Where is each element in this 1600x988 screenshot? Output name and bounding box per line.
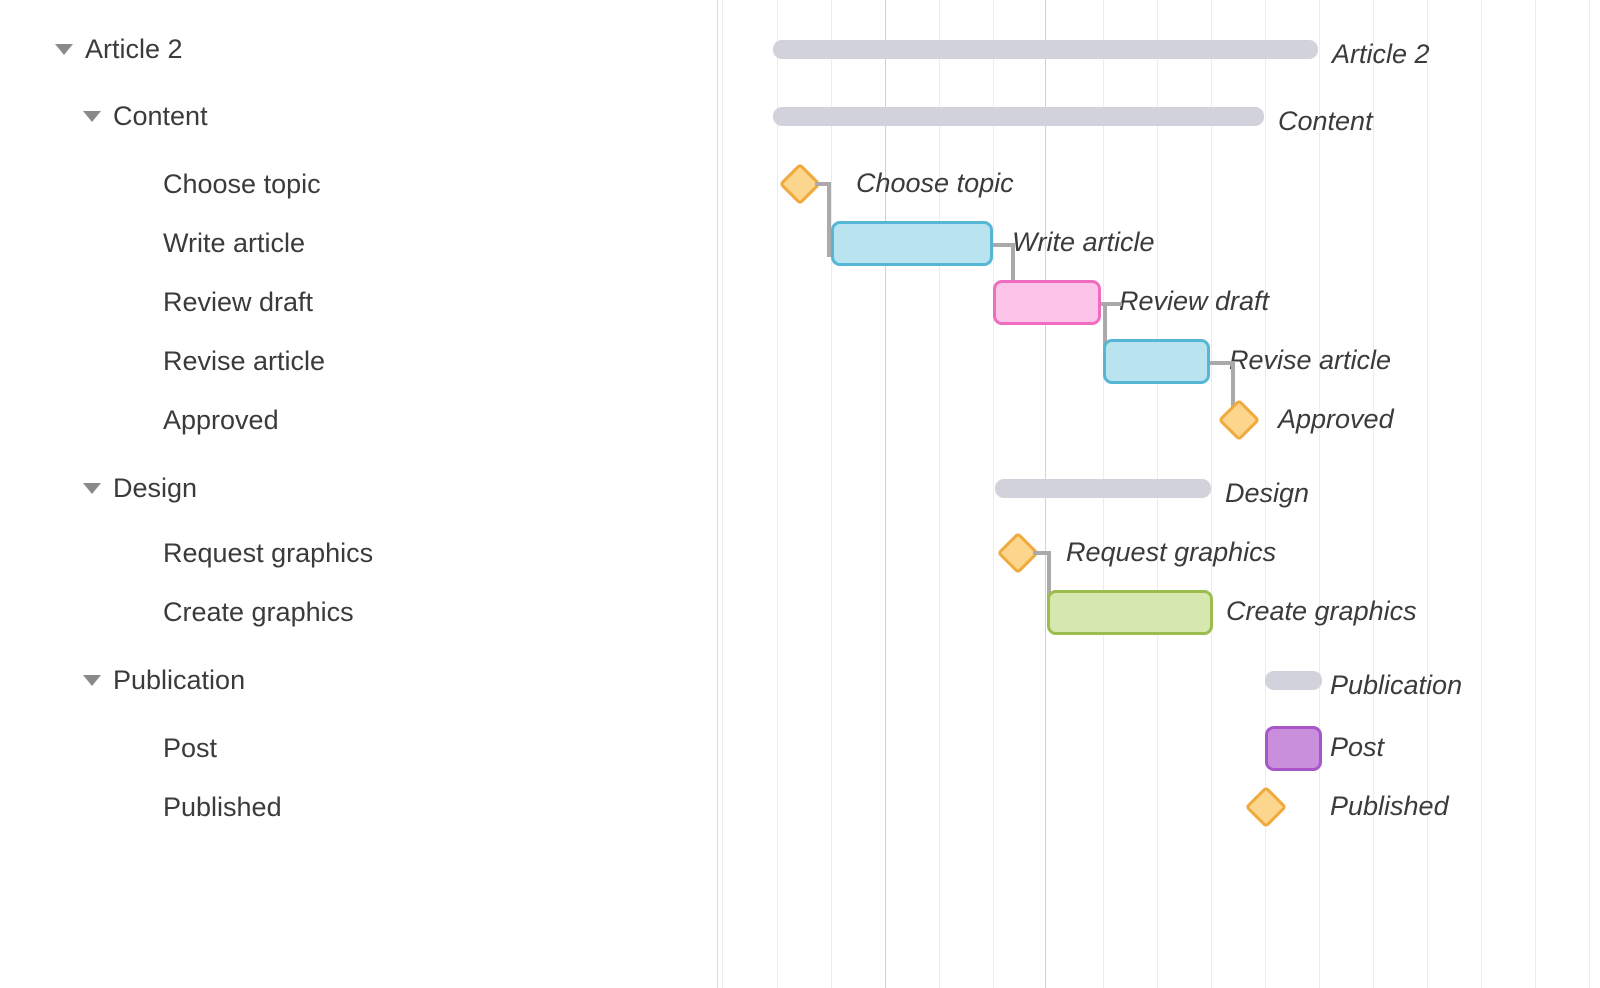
gantt-row-published: Published xyxy=(718,778,1600,837)
gantt-bar-label: Revise article xyxy=(1229,345,1392,375)
gridline xyxy=(1589,0,1590,988)
gantt-row-choose-topic: Choose topic xyxy=(718,155,1600,257)
task-bar-write-article[interactable] xyxy=(831,221,993,266)
gridline xyxy=(1373,0,1374,988)
sidebar-item-label: Design xyxy=(113,473,198,503)
sidebar-item-label: Post xyxy=(163,733,218,763)
sidebar-item-label: Approved xyxy=(163,405,279,435)
sidebar-item-label: Publication xyxy=(113,665,246,695)
gridline-major xyxy=(885,0,886,988)
task-bar-review-draft[interactable] xyxy=(993,280,1101,325)
gantt-bar-label: Create graphics xyxy=(1226,596,1417,626)
gantt-timeline-pane: Article 2 Content Choose topic Write art… xyxy=(718,0,1600,988)
dependency-connector xyxy=(827,182,831,257)
gridline xyxy=(1481,0,1482,988)
sidebar-item-post[interactable]: Post xyxy=(0,719,718,778)
gantt-bar-label: Content xyxy=(1278,106,1373,136)
gantt-row-write-article: Write article xyxy=(718,214,1600,295)
legend-swatch-purple-box[interactable] xyxy=(1265,726,1322,771)
chevron-down-icon[interactable] xyxy=(83,111,101,122)
gridline xyxy=(993,0,994,988)
gantt-bar-label: Approved xyxy=(1278,404,1394,434)
gridline xyxy=(1211,0,1212,988)
legend-swatch-summary-bar[interactable] xyxy=(1265,671,1322,690)
gantt-row-create-graphics: Create graphics xyxy=(718,583,1600,642)
summary-bar-content[interactable] xyxy=(773,107,1264,126)
sidebar-item-label: Choose topic xyxy=(163,169,321,199)
milestone-diamond-icon[interactable] xyxy=(1217,398,1261,442)
sidebar-item-article-2[interactable]: Article 2 xyxy=(0,20,718,79)
sidebar-item-label: Revise article xyxy=(163,346,326,376)
task-bar-revise-article[interactable] xyxy=(1103,339,1210,384)
sidebar-item-design[interactable]: Design xyxy=(0,459,718,518)
gridline xyxy=(1265,0,1266,988)
legend-swatch-orange-diamond[interactable] xyxy=(1244,785,1288,829)
dependency-connector xyxy=(1011,243,1015,295)
sidebar-item-label: Content xyxy=(113,101,208,131)
dependency-connector xyxy=(1231,361,1235,413)
dependency-connector xyxy=(1047,551,1051,623)
dependency-connector xyxy=(1101,302,1122,306)
chevron-down-icon[interactable] xyxy=(83,675,101,686)
gantt-bar-label: Review draft xyxy=(1119,286,1270,316)
sidebar-item-create-graphics[interactable]: Create graphics xyxy=(0,583,718,642)
dependency-connector xyxy=(815,182,831,186)
summary-bar-article-2[interactable] xyxy=(773,40,1318,59)
sidebar-item-approved[interactable]: Approved xyxy=(0,391,718,450)
sidebar-item-label: Article 2 xyxy=(85,34,183,64)
gantt-row-approved: Approved xyxy=(718,391,1600,450)
gantt-bar-label: Write article xyxy=(1012,227,1155,257)
summary-bar-design[interactable] xyxy=(995,479,1211,498)
dependency-connector xyxy=(1103,302,1107,354)
gantt-bar-label: Request graphics xyxy=(1066,537,1277,567)
gridline xyxy=(777,0,778,988)
gantt-row-revise-article: Revise article xyxy=(718,332,1600,413)
sidebar-item-review-draft[interactable]: Review draft xyxy=(0,273,718,332)
gantt-bar-label: Design xyxy=(1225,478,1310,508)
gantt-row-design: Design xyxy=(718,459,1600,518)
sidebar-item-publication[interactable]: Publication xyxy=(0,651,718,710)
dependency-connector xyxy=(1210,361,1235,365)
legend-label: Publication xyxy=(1330,670,1463,700)
gantt-row-post: Post xyxy=(718,719,1600,778)
sidebar-item-label: Write article xyxy=(163,228,306,258)
sidebar-item-content[interactable]: Content xyxy=(0,87,718,146)
gridline xyxy=(1319,0,1320,988)
gridline xyxy=(939,0,940,988)
sidebar-item-request-graphics[interactable]: Request graphics xyxy=(0,524,718,583)
gantt-row-review-draft: Review draft xyxy=(718,273,1600,354)
sidebar-item-revise-article[interactable]: Revise article xyxy=(0,332,718,391)
sidebar-item-label: Request graphics xyxy=(163,538,374,568)
dependency-connector xyxy=(1033,551,1051,555)
gridline xyxy=(1535,0,1536,988)
chevron-down-icon[interactable] xyxy=(83,483,101,494)
sidebar-item-published[interactable]: Published xyxy=(0,778,718,837)
sidebar-item-write-article[interactable]: Write article xyxy=(0,214,718,273)
gantt-row-request-graphics: Request graphics xyxy=(718,524,1600,623)
task-tree-sidebar: Article 2 Content Choose topic Write art… xyxy=(0,0,718,988)
gantt-row-publication: Publication xyxy=(718,651,1600,710)
gantt-bar-label: Article 2 xyxy=(1332,39,1430,69)
gantt-row-article-2: Article 2 xyxy=(718,20,1600,79)
sidebar-item-label: Create graphics xyxy=(163,597,354,627)
gridline xyxy=(722,0,723,988)
chevron-down-icon[interactable] xyxy=(55,44,73,55)
gantt-bar-label: Choose topic xyxy=(856,168,1014,198)
legend-label: Published xyxy=(1330,791,1449,821)
task-bar-create-graphics[interactable] xyxy=(1047,590,1213,635)
legend-label: Post xyxy=(1330,732,1385,762)
dependency-connector xyxy=(993,243,1015,247)
sidebar-item-label: Published xyxy=(163,792,282,822)
sidebar-divider xyxy=(717,0,718,988)
sidebar-item-label: Review draft xyxy=(163,287,314,317)
gridline xyxy=(1427,0,1428,988)
gridline xyxy=(831,0,832,988)
sidebar-item-choose-topic[interactable]: Choose topic xyxy=(0,155,718,214)
gantt-row-content: Content xyxy=(718,87,1600,146)
